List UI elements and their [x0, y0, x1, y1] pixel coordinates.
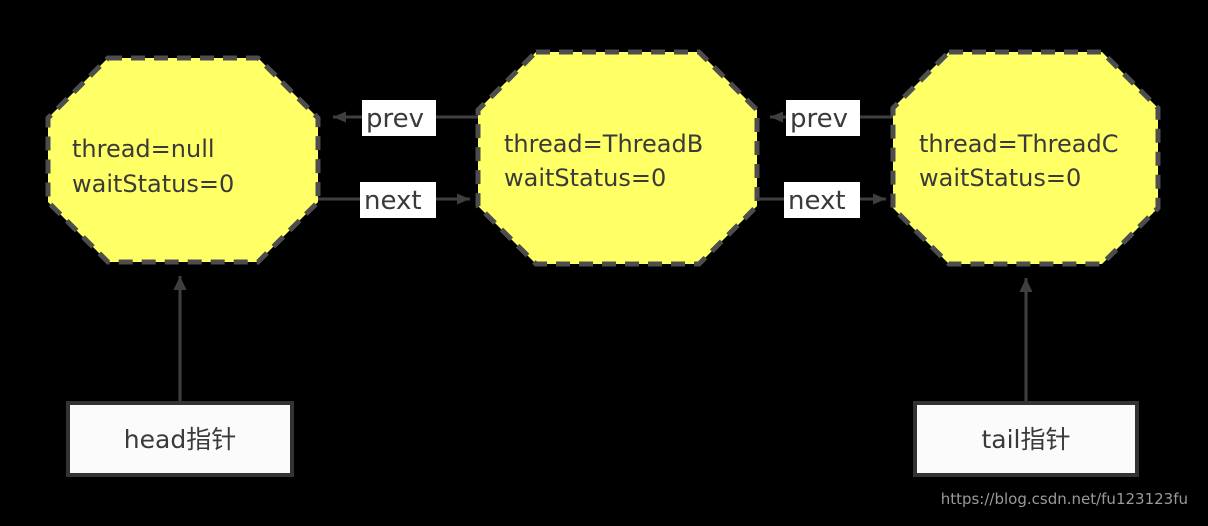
edge-next-head-to-b-label: next [364, 186, 422, 216]
tail-pointer-label: tail指针 [981, 425, 1070, 454]
node-threadc[interactable]: thread=ThreadC waitStatus=0 [890, 49, 1161, 267]
head-pointer-box[interactable] [66, 401, 294, 477]
edge-prev-c-to-b-label: prev [790, 104, 848, 134]
node-threadb-line-1: thread=ThreadB [504, 130, 703, 158]
node-head-line-2: waitStatus=0 [72, 170, 234, 198]
head-pointer[interactable]: head指针 [66, 276, 294, 477]
node-threadc-line-1: thread=ThreadC [919, 130, 1118, 158]
tail-pointer-box[interactable] [913, 401, 1139, 477]
edge-prev-b-to-head-label-bg [362, 100, 436, 136]
node-head-line-1: thread=null [72, 135, 215, 163]
tail-pointer[interactable]: tail指针 [913, 278, 1139, 477]
edge-next-b-to-c-label: next [788, 186, 846, 216]
node-threadb[interactable]: thread=ThreadB waitStatus=0 [475, 49, 760, 267]
edge-prev-b-to-head-label: prev [366, 104, 424, 134]
edge-prev-c-to-b[interactable]: prev [770, 100, 893, 136]
node-head[interactable]: thread=null waitStatus=0 [45, 55, 321, 265]
node-threadc-line-2: waitStatus=0 [919, 164, 1081, 192]
edge-next-head-to-b-label-bg [360, 182, 436, 218]
node-threadb-octagon [475, 49, 760, 267]
head-pointer-label: head指针 [124, 425, 236, 454]
edge-next-b-to-c-label-bg [784, 182, 860, 218]
edge-next-head-to-b[interactable]: next [318, 182, 470, 218]
edge-prev-b-to-head[interactable]: prev [333, 100, 478, 136]
edge-prev-c-to-b-label-bg [786, 100, 860, 136]
node-threadc-octagon [890, 49, 1161, 267]
node-head-octagon [45, 55, 321, 265]
edge-next-b-to-c[interactable]: next [757, 182, 886, 218]
watermark: https://blog.csdn.net/fu123123fu [941, 490, 1188, 508]
node-threadb-line-2: waitStatus=0 [504, 164, 666, 192]
